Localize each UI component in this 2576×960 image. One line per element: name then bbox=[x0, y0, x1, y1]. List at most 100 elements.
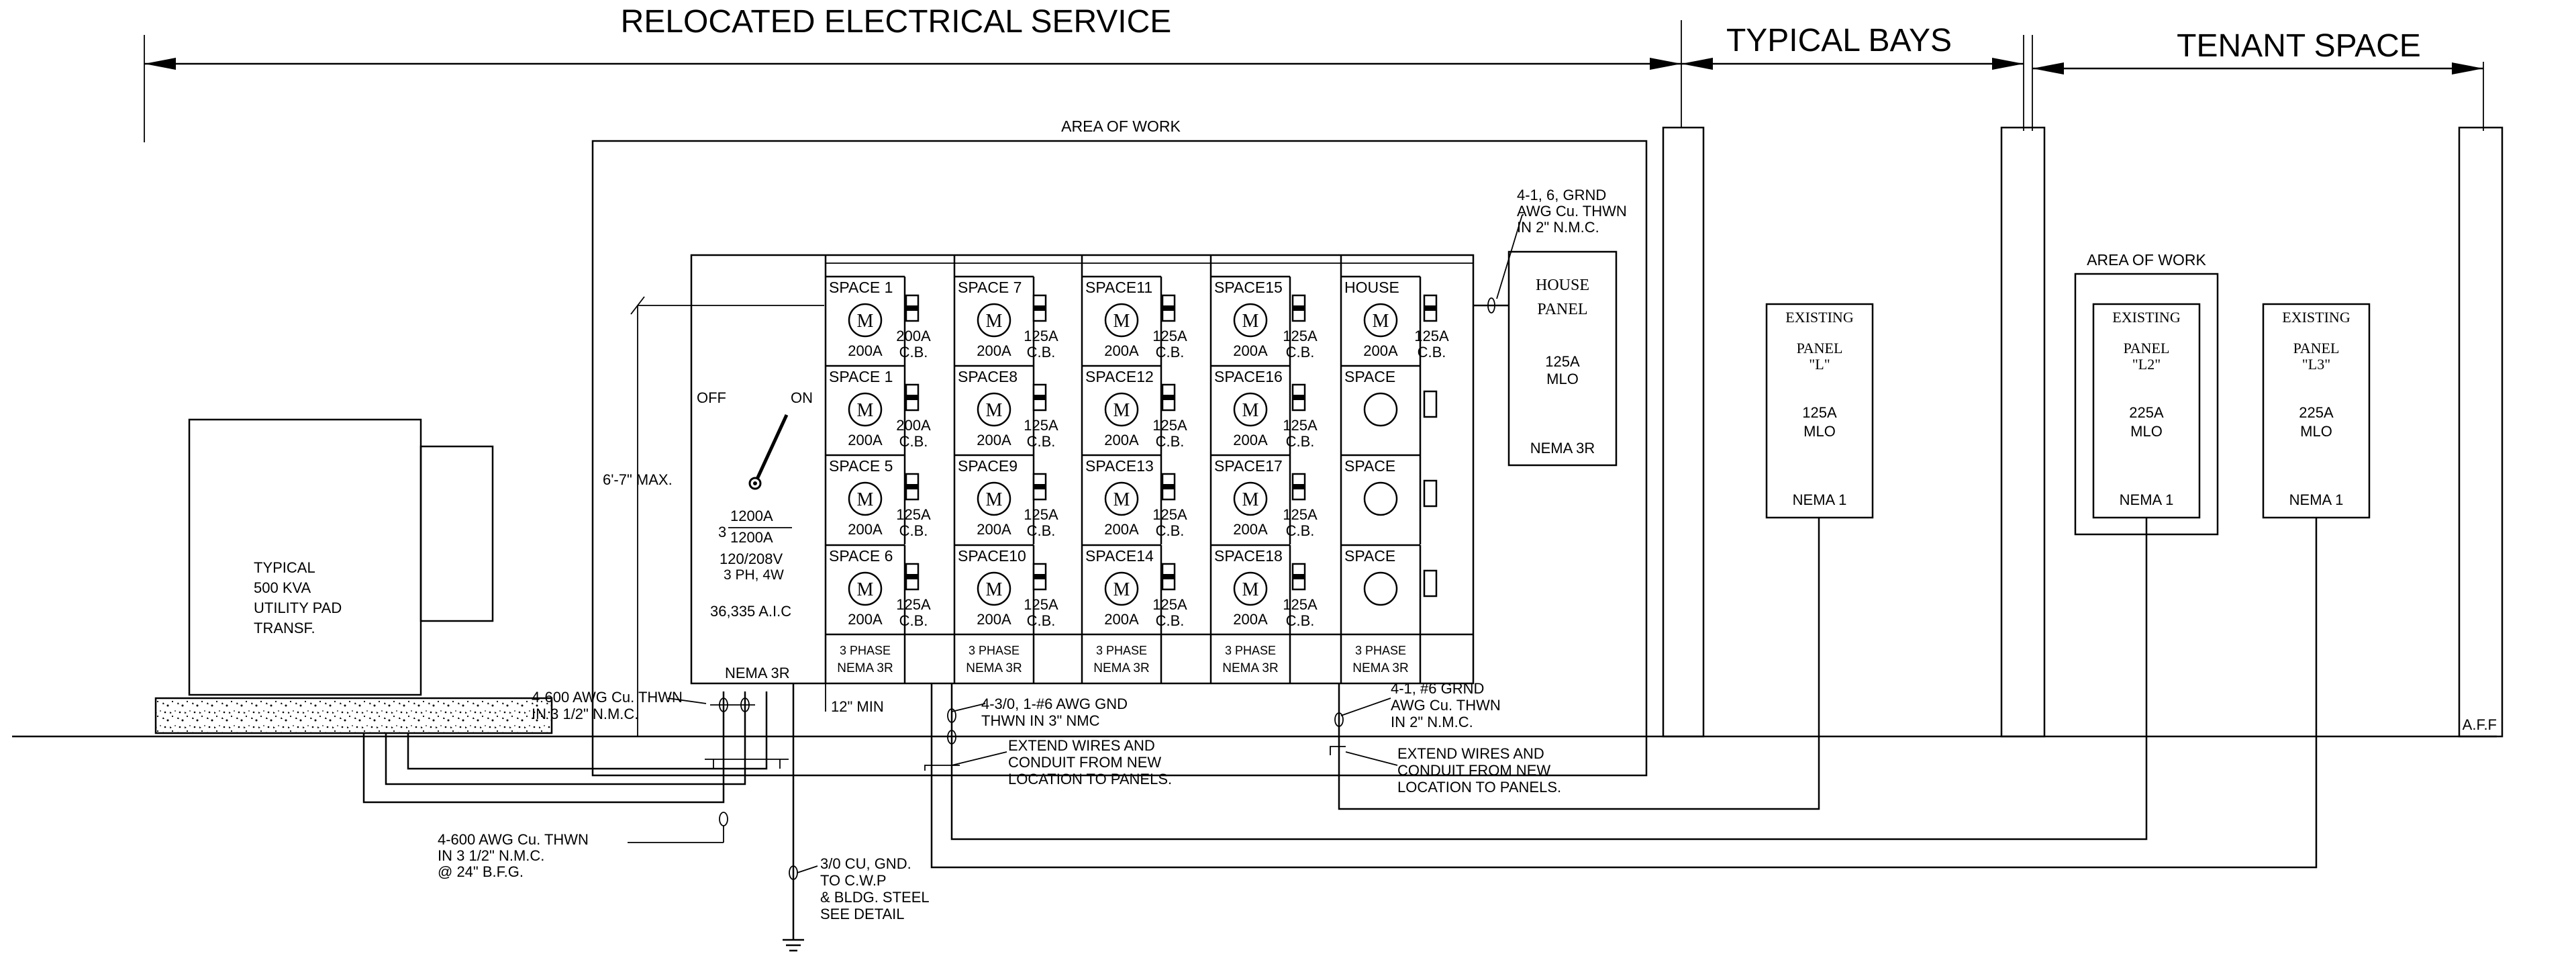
existing-panel-l: EXISTING PANEL "L" 125A MLO NEMA 1 bbox=[1765, 303, 1874, 519]
meter-socket-icon bbox=[1363, 481, 1398, 516]
meter-symbol: M bbox=[1242, 579, 1259, 600]
meter-symbol: M bbox=[1373, 311, 1389, 332]
panel-l3-nema: NEMA 1 bbox=[2289, 491, 2344, 508]
note-ground-1: 3/0 CU, GND. bbox=[820, 855, 911, 872]
panel-l2-name-3: "L2" bbox=[2132, 356, 2161, 373]
breaker-amps: 125A bbox=[1024, 596, 1058, 613]
meter-socket-icon bbox=[848, 571, 883, 606]
panel-l-name-1: EXISTING bbox=[1785, 309, 1854, 326]
meter-socket-icon bbox=[848, 392, 883, 427]
panel-l2-nema: NEMA 1 bbox=[2120, 491, 2174, 508]
house-panel-name-1: HOUSE bbox=[1536, 277, 1589, 294]
panel-l3-rating: 225A bbox=[2299, 404, 2334, 421]
concrete-pad bbox=[154, 697, 553, 734]
meter-symbol: M bbox=[986, 311, 1003, 332]
breaker-amps: 125A bbox=[1152, 328, 1187, 344]
footer-nema: NEMA 3R bbox=[837, 661, 893, 675]
footer-nema: NEMA 3R bbox=[966, 661, 1022, 675]
breaker-amps: 125A bbox=[1414, 328, 1449, 344]
breaker-space-icon bbox=[1423, 569, 1438, 597]
meter-socket-icon bbox=[1363, 392, 1398, 427]
note-extend-a-1: EXTEND WIRES AND bbox=[1008, 737, 1155, 754]
panel-l-name-3: "L" bbox=[1809, 356, 1830, 373]
meter-socket-icon bbox=[1104, 481, 1139, 516]
circuit-breakers: 200AC.B.200AC.B.125AC.B.125AC.B.125AC.B.… bbox=[896, 294, 1449, 629]
breaker-cell bbox=[1423, 390, 1438, 418]
breaker-space-icon bbox=[1423, 390, 1438, 418]
utility-transformer: TYPICAL 500 KVA UTILITY PAD TRANSF. bbox=[188, 418, 494, 696]
existing-panel-l2: EXISTING PANEL "L2" 225A MLO NEMA 1 bbox=[2092, 303, 2201, 519]
breaker-cb: C.B. bbox=[899, 433, 928, 450]
meter-socket-icon bbox=[1363, 571, 1398, 606]
breaker-cb: C.B. bbox=[1027, 612, 1056, 629]
footer-phase: 3 PHASE bbox=[1225, 644, 1276, 657]
meter-socket-icon bbox=[848, 481, 883, 516]
meter-symbol: M bbox=[986, 489, 1003, 510]
meter-socket-icon bbox=[1233, 481, 1268, 516]
meter-socket-icon bbox=[1104, 303, 1139, 338]
breaker-cb: C.B. bbox=[1286, 522, 1315, 539]
breaker-cb: C.B. bbox=[1027, 433, 1056, 450]
transformer-line-1: TYPICAL bbox=[254, 559, 315, 576]
meter-label: SPACE10 bbox=[958, 547, 1026, 565]
meter-socket-icon bbox=[1233, 392, 1268, 427]
breaker-amps: 200A bbox=[896, 328, 931, 344]
meter-label: SPACE18 bbox=[1214, 547, 1283, 565]
transformer-line-3: UTILITY PAD bbox=[254, 599, 342, 616]
house-panel-name-2: PANEL bbox=[1537, 301, 1587, 318]
note-ground-2: TO C.W.P bbox=[820, 872, 887, 889]
meter-amps: 200A bbox=[1233, 342, 1268, 359]
panel-l2-name-2: PANEL bbox=[2124, 340, 2170, 356]
meter-socket-icon bbox=[1233, 571, 1268, 606]
meter-label: SPACE bbox=[1344, 368, 1395, 385]
meter-label: SPACE17 bbox=[1214, 457, 1283, 475]
meter-symbol: M bbox=[1242, 489, 1259, 510]
max-height-label: 6'-7" MAX. bbox=[603, 471, 673, 488]
breaker-amps: 125A bbox=[1024, 506, 1058, 523]
area-of-work-l2-label: AREA OF WORK bbox=[2087, 251, 2206, 269]
meter-symbol: M bbox=[1113, 489, 1130, 510]
breaker-amps: 125A bbox=[1283, 417, 1318, 434]
breaker-cb: C.B. bbox=[1156, 433, 1185, 450]
main-disconnect: OFF ON 3 1200A 1200A 120/208V 3 PH, 4W 3… bbox=[697, 389, 813, 681]
meter-amps: 200A bbox=[1233, 611, 1268, 628]
meter-socket-icon bbox=[1233, 303, 1268, 338]
meter-cell: SPACE bbox=[1341, 365, 1422, 455]
disconnect-frame-rating: 1200A bbox=[730, 508, 773, 524]
note-feeder-b-2: AWG Cu. THWN bbox=[1391, 697, 1501, 714]
existing-panel-l3: EXISTING PANEL "L3" 225A MLO NEMA 1 bbox=[2262, 303, 2371, 519]
note-extend-a-2: CONDUIT FROM NEW bbox=[1008, 754, 1161, 771]
panel-l2-type: MLO bbox=[2130, 423, 2163, 440]
meter-amps: 200A bbox=[1104, 432, 1139, 448]
disconnect-trip-rating: 1200A bbox=[730, 529, 773, 546]
breaker-cb: C.B. bbox=[1156, 612, 1185, 629]
breaker-cell bbox=[1423, 569, 1438, 597]
header-tenant-space: TENANT SPACE bbox=[2177, 28, 2421, 64]
breaker-amps: 200A bbox=[896, 417, 931, 434]
meter-symbol: M bbox=[1242, 311, 1259, 332]
breaker-cb: C.B. bbox=[1156, 522, 1185, 539]
meter-amps: 200A bbox=[848, 432, 883, 448]
disconnect-off-label: OFF bbox=[697, 389, 726, 406]
note-12-min: 12" MIN bbox=[831, 698, 884, 715]
meter-label: SPACE12 bbox=[1085, 368, 1154, 385]
